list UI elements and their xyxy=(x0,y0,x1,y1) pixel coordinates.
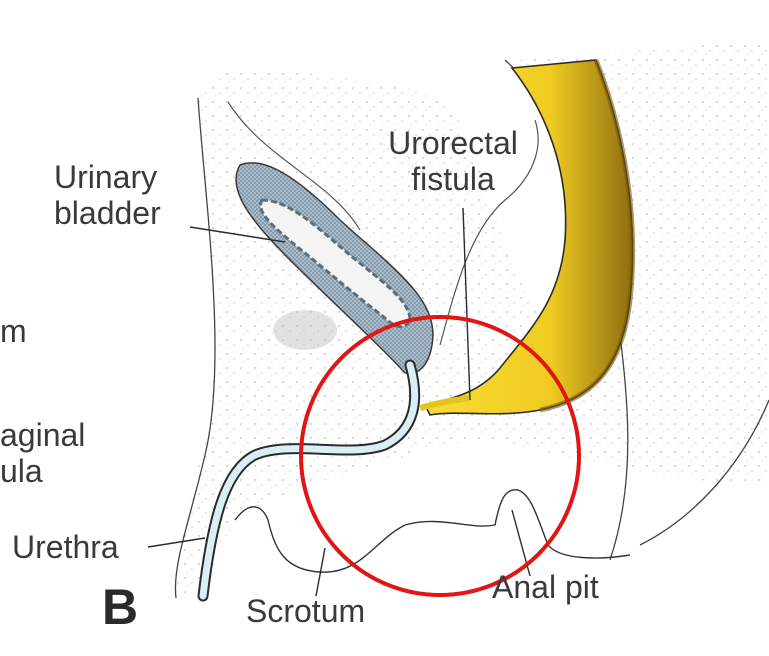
shaded-region xyxy=(273,310,337,350)
label-urorectal-line1: Urorectal xyxy=(368,126,538,162)
label-ula-line2: ula xyxy=(0,454,85,490)
label-anal-pit: Anal pit xyxy=(492,570,599,606)
label-cut-vaginal: aginal ula xyxy=(0,418,85,490)
label-urorectal-fistula: Urorectal fistula xyxy=(368,126,538,198)
panel-letter: B xyxy=(102,578,138,636)
label-fistula-line2: fistula xyxy=(368,162,538,198)
label-scrotum: Scrotum xyxy=(246,594,365,630)
label-vaginal-line1: aginal xyxy=(0,418,85,454)
label-urethra: Urethra xyxy=(12,530,119,566)
label-cut-m: m xyxy=(0,314,27,350)
label-bladder-line2: bladder xyxy=(54,196,161,232)
label-urinary-bladder: Urinary bladder xyxy=(54,160,161,232)
label-urinary-line1: Urinary xyxy=(54,160,161,196)
